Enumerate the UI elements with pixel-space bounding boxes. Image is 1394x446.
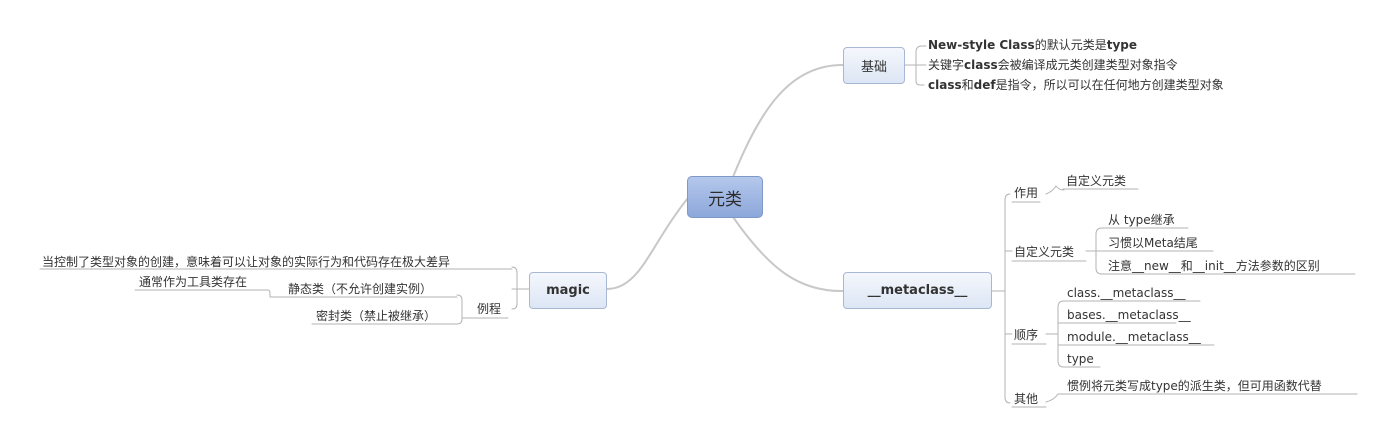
order-item-text: bases.__metaclass__ [1067,308,1191,322]
example-item-static: 静态类（不允许创建实例） [288,281,432,297]
magic-description-text: 当控制了类型对象的创建，意味着可以让对象的实际行为和代码存在极大差异 [42,255,451,269]
custom-item-text: 从 type继承 [1108,213,1175,227]
subtopic-purpose[interactable]: 作用 [1014,185,1038,201]
text-segment: 的默认元类是 [1034,38,1107,52]
subtopic-custom-metaclass[interactable]: 自定义元类 [1014,244,1074,260]
bold-text-segment: class [928,78,962,92]
bold-text-segment: class [964,58,998,72]
custom-item: 注意__new__和__init__方法参数的区别 [1108,258,1320,274]
order-item: type [1067,351,1094,367]
central-topic[interactable]: 元类 [687,176,763,218]
order-item-text: module.__metaclass__ [1067,330,1201,344]
basics-item-text: class和def是指令，所以可以在任何地方创建类型对象 [928,78,1224,92]
order-item-text: type [1067,352,1094,366]
topic-magic[interactable]: magic [529,272,607,309]
custom-item: 习惯以Meta结尾 [1108,235,1198,251]
bold-text-segment: New-style Class [928,38,1035,52]
order-item: class.__metaclass__ [1067,285,1186,301]
order-item: module.__metaclass__ [1067,329,1201,345]
custom-item-text: 注意__new__和__init__方法参数的区别 [1108,259,1320,273]
subtopic-other[interactable]: 其他 [1014,391,1038,407]
topic-metaclass[interactable]: __metaclass__ [843,272,992,309]
custom-item-text: 习惯以Meta结尾 [1108,236,1198,250]
purpose-item: 自定义元类 [1066,173,1126,189]
topic-metaclass-label: __metaclass__ [867,283,968,298]
text-segment: 和 [961,78,974,92]
static-note: 通常作为工具类存在 [139,274,247,290]
bold-text-segment: type [1106,38,1137,52]
basics-item-text: 关键字class会被编译成元类创建类型对象指令 [928,58,1178,72]
subtopic-order[interactable]: 顺序 [1014,327,1038,343]
topic-basics[interactable]: 基础 [843,47,905,84]
basics-item: 关键字class会被编译成元类创建类型对象指令 [928,57,1178,73]
basics-item-text: New-style Class的默认元类是type [928,38,1137,52]
static-note-text: 通常作为工具类存在 [139,275,248,289]
example-item-sealed: 密封类（禁止被继承） [316,308,436,324]
topic-basics-label: 基础 [860,60,887,75]
subtopic-example-label: 例程 [477,302,502,316]
subtopic-example[interactable]: 例程 [477,301,501,317]
order-item: bases.__metaclass__ [1067,307,1191,323]
magic-description: 当控制了类型对象的创建，意味着可以让对象的实际行为和代码存在极大差异 [42,254,450,270]
text-segment: 会被编译成元类创建类型对象指令 [997,58,1178,72]
subtopic-order-label: 顺序 [1014,328,1039,342]
example-item-sealed-text: 密封类（禁止被继承） [316,309,437,323]
topic-magic-label: magic [546,283,590,298]
central-topic-label: 元类 [708,189,742,210]
custom-item: 从 type继承 [1108,212,1175,228]
subtopic-other-label: 其他 [1014,392,1039,406]
basics-item: class和def是指令，所以可以在任何地方创建类型对象 [928,77,1224,93]
text-segment: 关键字 [928,58,965,72]
bold-text-segment: def [973,78,996,92]
other-item-text: 惯例将元类写成type的派生类，但可用函数代替 [1067,379,1322,393]
example-item-static-text: 静态类（不允许创建实例） [288,282,433,296]
other-item: 惯例将元类写成type的派生类，但可用函数代替 [1067,378,1322,394]
subtopic-purpose-label: 作用 [1014,186,1039,200]
subtopic-custom-metaclass-label: 自定义元类 [1014,245,1075,259]
purpose-item-text: 自定义元类 [1066,174,1127,188]
order-item-text: class.__metaclass__ [1067,286,1186,300]
basics-item: New-style Class的默认元类是type [928,37,1137,53]
text-segment: 是指令，所以可以在任何地方创建类型对象 [995,78,1224,92]
